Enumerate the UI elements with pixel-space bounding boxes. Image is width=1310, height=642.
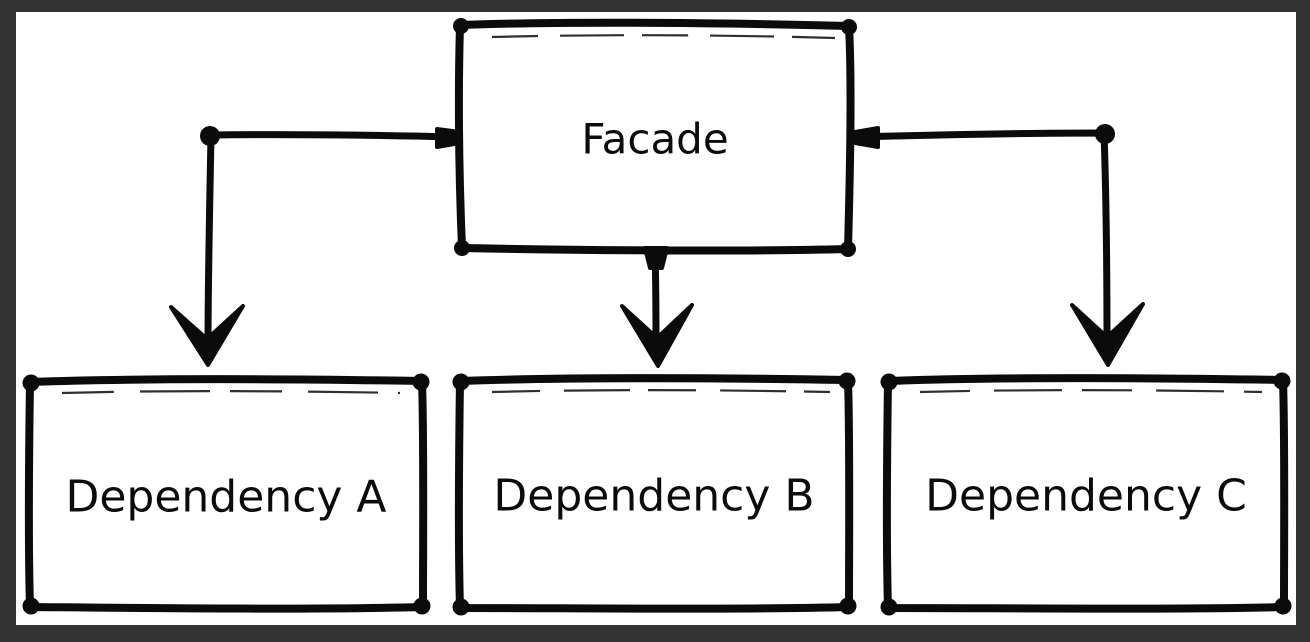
corner-dot xyxy=(22,597,40,615)
corner-dot xyxy=(454,240,470,256)
sketch-overdraw xyxy=(491,389,831,394)
corner-dot xyxy=(22,374,40,392)
edge-facade-to-dependency-b xyxy=(620,246,694,368)
corner-dot xyxy=(841,19,857,35)
sketch-overdraw xyxy=(919,389,1263,394)
corner-dot xyxy=(452,598,470,616)
arrowhead-down-icon xyxy=(169,304,245,367)
corner-dot xyxy=(838,372,856,390)
corner-dot xyxy=(452,373,470,391)
corner-dot xyxy=(1273,372,1291,390)
corner-dot xyxy=(880,373,898,391)
node-facade: Facade xyxy=(453,18,857,257)
corner-dot xyxy=(413,597,431,615)
corner-dot xyxy=(880,598,898,616)
corner-dot xyxy=(840,241,856,257)
node-dependency-a: Dependency A xyxy=(22,373,431,615)
corner-dot xyxy=(1274,597,1292,615)
dependency-a-node-label: Dependency A xyxy=(65,472,386,523)
edge-elbow-dot xyxy=(200,126,220,146)
corner-dot xyxy=(412,373,430,391)
sketch-overdraw xyxy=(61,390,401,395)
sketch-overdraw xyxy=(491,34,836,40)
edge-start-nub xyxy=(853,126,880,149)
edge-facade-to-dependency-c xyxy=(851,124,1145,367)
arrowhead-down-icon xyxy=(1070,302,1145,367)
dependency-b-node-label: Dependency B xyxy=(493,471,814,522)
arrowhead-down-icon xyxy=(620,303,694,368)
node-dependency-c: Dependency C xyxy=(880,372,1292,616)
corner-dot xyxy=(453,18,469,34)
edge-facade-to-dependency-a xyxy=(169,126,462,367)
node-dependency-b: Dependency B xyxy=(452,372,857,616)
facade-node-label: Facade xyxy=(581,115,728,164)
edge-elbow-dot xyxy=(1095,124,1115,144)
corner-dot xyxy=(839,597,857,615)
dependency-c-node-label: Dependency C xyxy=(925,471,1247,522)
